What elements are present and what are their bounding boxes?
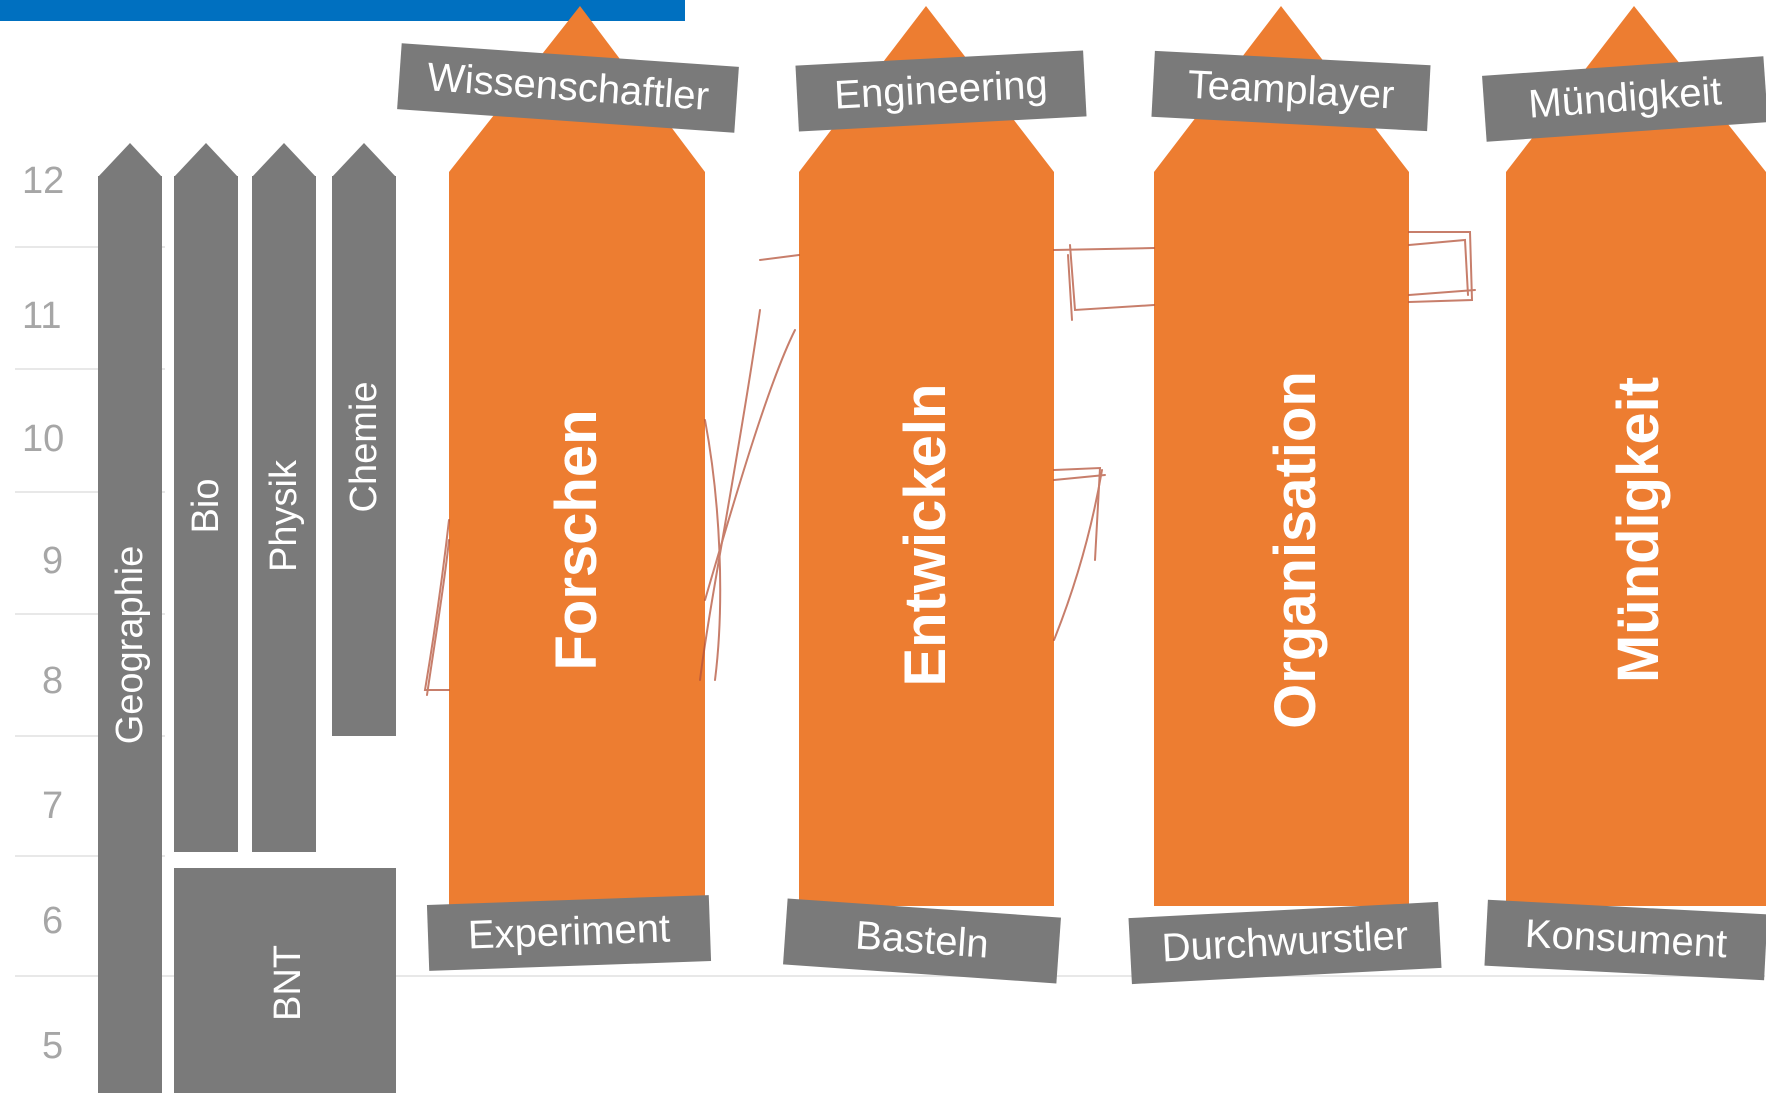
arrow-tip <box>252 143 316 177</box>
grid-line <box>15 491 165 493</box>
pillar-title-entwickeln: Entwickeln <box>893 383 958 687</box>
grid-line <box>15 735 165 737</box>
subject-bar <box>174 176 238 852</box>
grid-line <box>15 246 165 248</box>
pillar-shape-muendigkeit <box>1506 6 1766 906</box>
grade-label: 12 <box>22 160 65 202</box>
arrow-tip <box>332 143 396 177</box>
subject-bar <box>98 176 162 1093</box>
grid-line <box>15 613 165 615</box>
arrow-tip <box>174 143 238 177</box>
pillar-bottom-label-forschen: Experiment <box>426 895 712 971</box>
hand-sketch <box>423 231 1476 696</box>
grade-label: 11 <box>22 295 62 337</box>
grade-label: 10 <box>22 418 65 460</box>
pillar-title-muendigkeit: Mündigkeit <box>1606 376 1671 684</box>
grade-label: 8 <box>42 660 64 702</box>
subject-bar <box>332 176 396 736</box>
pillar-shape-entwickeln <box>799 6 1054 906</box>
grade-label: 9 <box>42 540 64 582</box>
subject-bar <box>252 176 316 852</box>
pillar-title-organisation: Organisation <box>1263 371 1328 729</box>
header-accent-bar <box>0 0 685 21</box>
grade-label: 6 <box>42 900 64 942</box>
grid-line <box>15 368 165 370</box>
grid-line <box>15 855 165 857</box>
pillar-shape-organisation <box>1154 6 1409 906</box>
grade-label: 5 <box>42 1025 64 1067</box>
grid-line <box>15 975 1765 977</box>
arrow-tip <box>98 143 162 177</box>
subject-bar <box>174 868 396 1093</box>
pillar-shape-forschen <box>449 6 705 906</box>
pillar-title-forschen: Forschen <box>544 409 609 671</box>
grade-label: 7 <box>42 785 64 827</box>
